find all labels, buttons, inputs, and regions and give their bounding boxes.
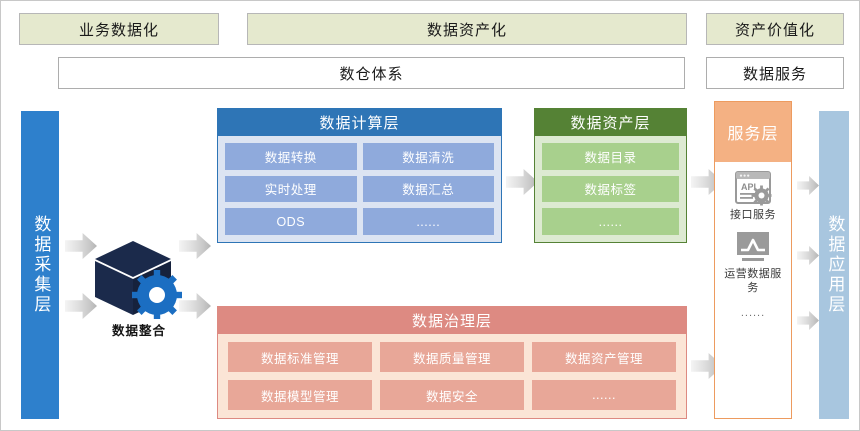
service-item-operational-data[interactable]: 运营数据服务	[719, 229, 787, 296]
panel-service-title: 服务层	[715, 102, 791, 162]
subsystem-box-data-warehouse: 数仓体系	[58, 57, 685, 89]
theme-box-asset-valuation: 资产价值化	[706, 13, 844, 45]
panel-asset-layer: 数据资产层 数据目录 数据标签 ......	[534, 108, 687, 243]
data-integration-node: 数据整合	[91, 237, 187, 339]
governance-cell[interactable]: ......	[532, 380, 676, 410]
cube-gear-icon	[95, 241, 182, 319]
service-item-api[interactable]: API 接口服务	[730, 170, 776, 223]
data-integration-label: 数据整合	[111, 324, 166, 338]
svg-text:API: API	[741, 182, 756, 192]
arrow-service-to-app-2	[797, 246, 819, 265]
subsystem-label: 数据服务	[742, 65, 807, 83]
service-item-label: 接口服务	[730, 209, 776, 221]
arrow-service-to-app-3	[797, 311, 819, 330]
panel-asset-title: 数据资产层	[535, 109, 686, 136]
governance-cell[interactable]: 数据质量管理	[380, 342, 524, 372]
panel-service-body: API 接口服务	[715, 162, 791, 418]
layer-bar-label: 数据应用层	[825, 215, 845, 315]
theme-label: 资产价值化	[734, 21, 815, 39]
governance-cell[interactable]: 数据资产管理	[532, 342, 676, 372]
arrow-service-to-app-1	[797, 176, 819, 195]
compute-cell[interactable]: 数据清洗	[362, 143, 494, 170]
compute-cell[interactable]: 实时处理	[225, 175, 357, 203]
monitor-chart-icon	[737, 231, 769, 261]
compute-cell[interactable]: 数据汇总	[362, 175, 494, 203]
governance-cell[interactable]: 数据模型管理	[228, 380, 372, 410]
asset-cell[interactable]: 数据标签	[542, 175, 679, 203]
panel-compute-title: 数据计算层	[218, 109, 501, 136]
governance-cell[interactable]: 数据标准管理	[228, 342, 372, 372]
theme-label: 业务数据化	[78, 21, 159, 39]
panel-governance-layer: 数据治理层 数据标准管理 数据质量管理 数据资产管理 数据模型管理 数据安全 .…	[217, 306, 687, 419]
panel-compute-body: 数据转换 数据清洗 实时处理 数据汇总 ODS ......	[218, 136, 501, 242]
panel-compute-layer: 数据计算层 数据转换 数据清洗 实时处理 数据汇总 ODS ......	[217, 108, 502, 243]
panel-service-layer: 服务层 API	[714, 101, 792, 419]
compute-cell[interactable]: ......	[362, 208, 494, 235]
subsystem-label: 数仓体系	[339, 65, 404, 83]
subsystem-box-data-service: 数据服务	[706, 57, 844, 89]
service-more-dots: ......	[740, 307, 766, 320]
governance-cell[interactable]: 数据安全	[380, 380, 524, 410]
compute-cell[interactable]: 数据转换	[225, 143, 357, 170]
layer-bar-label: 数据采集层	[31, 215, 51, 315]
theme-box-business-datafication: 业务数据化	[19, 13, 219, 45]
panel-governance-title: 数据治理层	[218, 307, 686, 334]
asset-cell[interactable]: 数据目录	[542, 143, 679, 170]
service-item-label: 运营数据服务	[724, 267, 782, 294]
layer-bar-data-application: 数据应用层	[819, 111, 849, 419]
layer-bar-data-collection: 数据采集层	[21, 111, 59, 419]
compute-cell[interactable]: ODS	[225, 208, 357, 235]
asset-cell[interactable]: ......	[542, 208, 679, 235]
panel-governance-body: 数据标准管理 数据质量管理 数据资产管理 数据模型管理 数据安全 ......	[218, 334, 686, 418]
api-window-gear-icon: API	[735, 171, 772, 206]
theme-label: 数据资产化	[426, 21, 507, 39]
theme-box-data-assetization: 数据资产化	[247, 13, 687, 45]
panel-asset-body: 数据目录 数据标签 ......	[535, 136, 686, 242]
